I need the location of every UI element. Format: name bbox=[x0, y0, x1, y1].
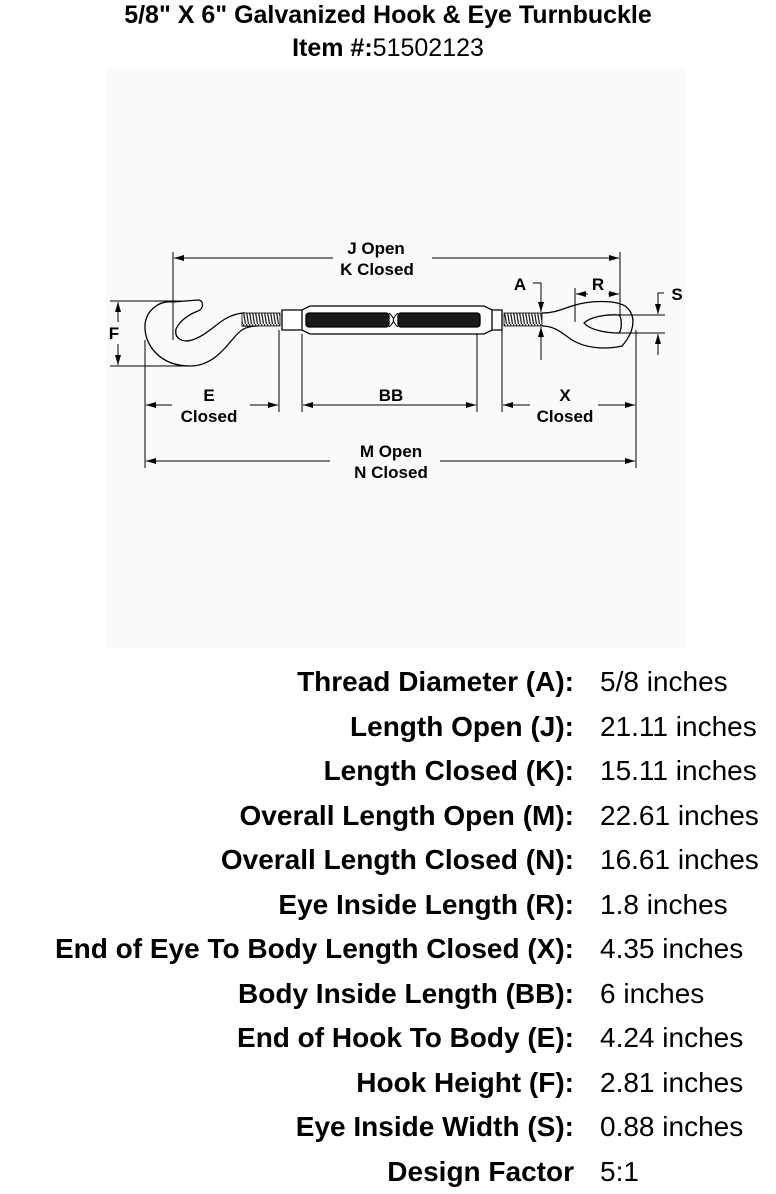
spec-value: 1.8 inches bbox=[600, 888, 728, 920]
spec-label: Hook Height (F): bbox=[356, 1066, 574, 1098]
eye-end bbox=[503, 300, 634, 349]
diagram-background bbox=[106, 68, 686, 648]
spec-label: Thread Diameter (A): bbox=[297, 666, 574, 697]
spec-row: Eye Inside Width (S): 0.88 inches bbox=[0, 1105, 776, 1149]
spec-value: 0.88 inches bbox=[600, 1111, 744, 1142]
spec-row: Hook Height (F): 2.81 inches bbox=[0, 1061, 776, 1105]
spec-value: 15.11 inches bbox=[600, 755, 757, 786]
spec-row: Design Factor 5:1 bbox=[0, 1150, 776, 1194]
label-f: F bbox=[109, 324, 119, 343]
spec-row: Overall Length Open (M): 22.61 inches bbox=[0, 794, 776, 838]
dimension-a bbox=[533, 282, 544, 360]
spec-row: Overall Length Closed (N): 16.61 inches bbox=[0, 838, 776, 882]
label-r: R bbox=[592, 275, 604, 294]
spec-row: Length Open (J): 21.11 inches bbox=[0, 705, 776, 749]
spec-row: Length Closed (K): 15.11 inches bbox=[0, 749, 776, 793]
spec-value: 16.61 inches bbox=[600, 844, 759, 875]
extension-lines bbox=[144, 330, 637, 468]
label-s: S bbox=[671, 285, 682, 304]
label-x: X bbox=[559, 386, 571, 405]
spec-value: 22.61 inches bbox=[600, 799, 759, 831]
spec-row: End of Hook To Body (E): 4.24 inches bbox=[0, 1016, 776, 1060]
spec-value: 5/8 inches bbox=[600, 666, 728, 697]
spec-label: Overall Length Open (M): bbox=[239, 799, 574, 831]
label-x-closed: Closed bbox=[537, 407, 594, 426]
spec-value: 4.24 inches bbox=[600, 1022, 744, 1053]
turnbuckle-body bbox=[281, 305, 503, 335]
spec-row: Thread Diameter (A): 5/8 inches bbox=[0, 660, 776, 704]
spec-label: Length Open (J): bbox=[350, 710, 574, 742]
item-number-line: Item #:51502123 bbox=[0, 33, 776, 63]
spec-value: 4.35 inches bbox=[600, 933, 744, 964]
dimension-s bbox=[618, 292, 665, 355]
spec-label: Body Inside Length (BB): bbox=[238, 977, 574, 1009]
label-e: E bbox=[203, 386, 214, 405]
item-number: 51502123 bbox=[372, 34, 484, 62]
spec-row: End of Eye To Body Length Closed (X): 4.3… bbox=[0, 927, 776, 971]
spec-label: End of Hook To Body (E): bbox=[237, 1022, 574, 1053]
item-number-label: Item #: bbox=[292, 34, 373, 62]
spec-label: Length Closed (K): bbox=[323, 755, 574, 786]
label-j-open: J Open bbox=[347, 239, 405, 258]
spec-label: Overall Length Closed (N): bbox=[220, 844, 574, 875]
spec-label: Eye Inside Length (R): bbox=[278, 888, 574, 920]
spec-label: End of Eye To Body Length Closed (X): bbox=[54, 933, 574, 964]
product-title: 5/8" X 6" Galvanized Hook & Eye Turnbuck… bbox=[124, 1, 652, 29]
spec-value: 21.11 inches bbox=[600, 710, 757, 742]
label-e-closed: Closed bbox=[181, 407, 238, 426]
label-bb: BB bbox=[379, 386, 404, 405]
spec-value: 2.81 inches bbox=[600, 1066, 744, 1098]
spec-row: Body Inside Length (BB): 6 inches bbox=[0, 972, 776, 1016]
label-n-closed: N Closed bbox=[354, 463, 428, 482]
turnbuckle-diagram: J Open K Closed A R S F bbox=[109, 239, 683, 482]
dimension-f bbox=[110, 300, 190, 367]
hook-end bbox=[144, 299, 281, 367]
spec-value: 6 inches bbox=[600, 977, 705, 1009]
spec-value: 5:1 bbox=[600, 1155, 639, 1187]
label-m-open: M Open bbox=[360, 442, 422, 461]
spec-label: Design Factor bbox=[387, 1155, 574, 1187]
dimension-j-k bbox=[172, 252, 621, 340]
dimension-r bbox=[574, 288, 619, 322]
spec-label: Eye Inside Width (S): bbox=[295, 1111, 574, 1142]
spec-row: Eye Inside Length (R): 1.8 inches bbox=[0, 883, 776, 927]
label-k-closed: K Closed bbox=[340, 260, 414, 279]
label-a: A bbox=[514, 275, 526, 294]
